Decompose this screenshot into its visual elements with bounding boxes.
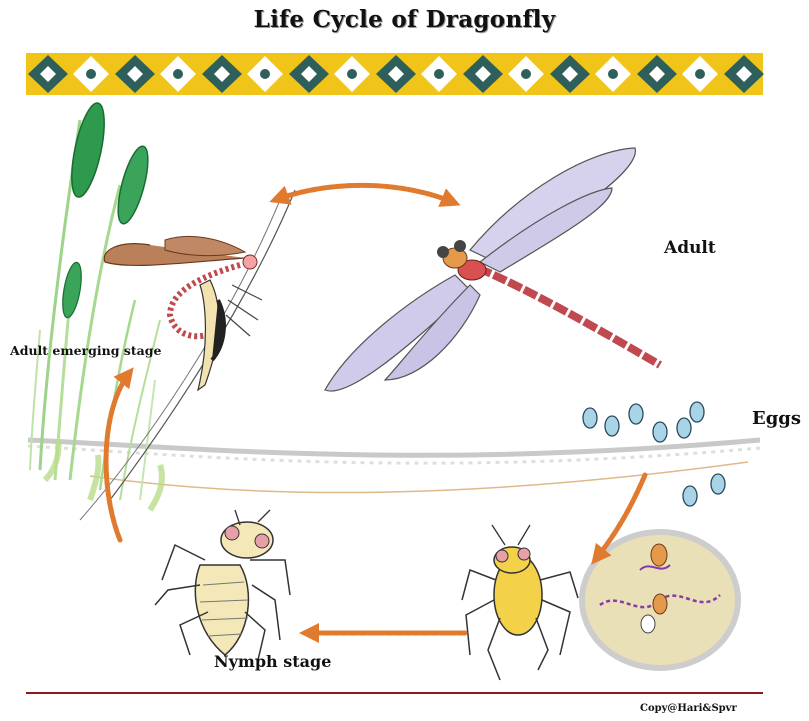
young-nymph-icon	[462, 525, 578, 680]
egg-icon	[677, 418, 691, 438]
decorative-border	[26, 53, 764, 95]
egg-icon	[583, 408, 597, 428]
egg-icon	[690, 402, 704, 422]
egg-mass-icon	[582, 532, 738, 668]
copyright-text: Copy@Hari&Spvr	[640, 703, 737, 714]
egg-icon	[653, 422, 667, 442]
label-nymph-stage: Nymph stage	[214, 652, 331, 671]
label-eggs: Eggs	[752, 408, 801, 429]
egg-icon	[683, 486, 697, 506]
label-adult: Adult	[664, 238, 716, 258]
egg-icon	[605, 416, 619, 436]
emerging-dragonfly-icon	[104, 236, 262, 390]
nymph-icon	[155, 510, 290, 660]
egg-icon	[711, 474, 725, 494]
border-diamond-pattern	[28, 55, 764, 93]
egg-icon	[629, 404, 643, 424]
label-adult-emerging: Adult emerging stage	[10, 343, 161, 358]
